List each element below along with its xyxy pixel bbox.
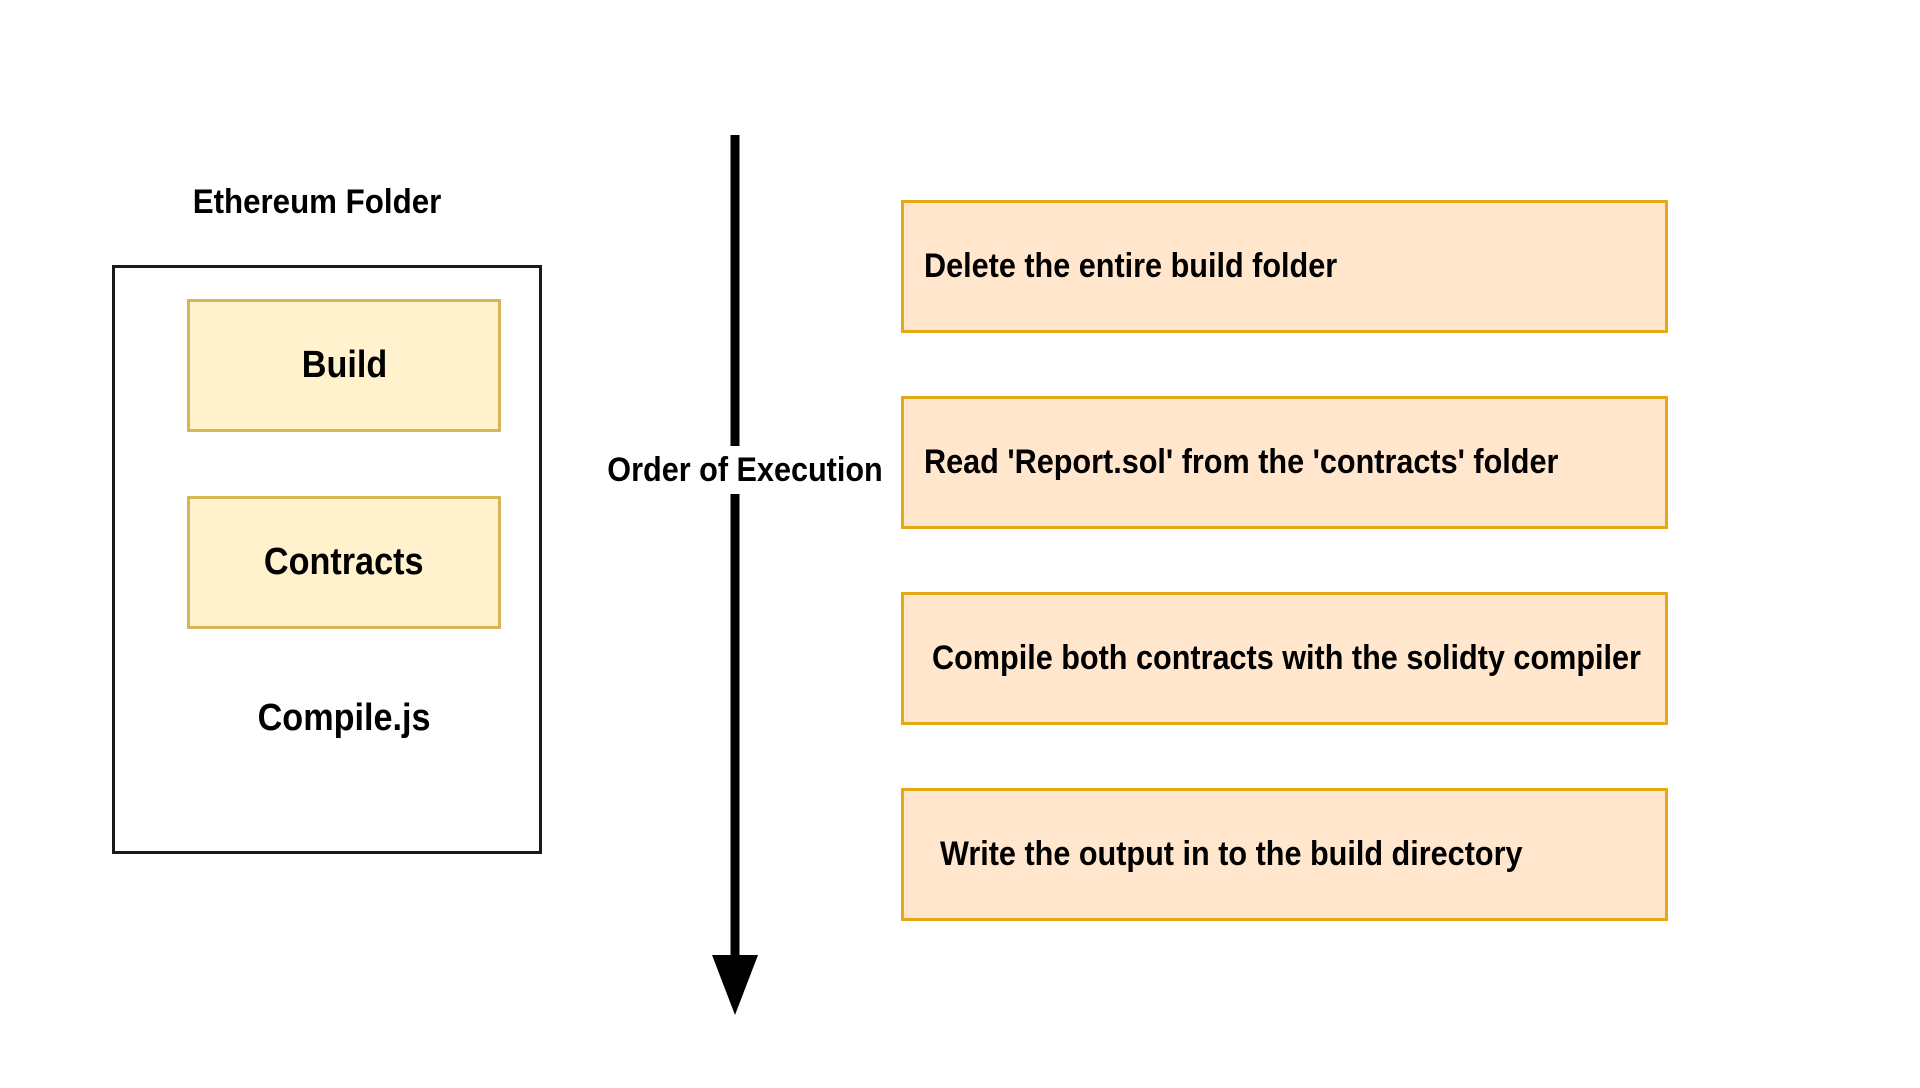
- step-write-output: Write the output in to the build directo…: [901, 788, 1668, 921]
- build-folder-box: Build: [187, 299, 501, 432]
- build-folder-label: Build: [301, 344, 387, 386]
- contracts-folder-box: Contracts: [187, 496, 501, 629]
- step-delete-build-folder: Delete the entire build folder: [901, 200, 1668, 333]
- step-read-report-sol: Read 'Report.sol' from the 'contracts' f…: [901, 396, 1668, 529]
- step-4-label: Write the output in to the build directo…: [940, 835, 1523, 873]
- compile-js-label: Compile.js: [257, 697, 431, 739]
- step-compile-contracts: Compile both contracts with the solidty …: [901, 592, 1668, 725]
- step-2-label: Read 'Report.sol' from the 'contracts' f…: [924, 443, 1559, 481]
- step-3-label: Compile both contracts with the solidty …: [932, 639, 1641, 677]
- folder-title: Ethereum Folder: [192, 183, 442, 221]
- contracts-folder-label: Contracts: [264, 541, 424, 583]
- order-of-execution-label: Order of Execution: [592, 446, 883, 494]
- arrow-head-icon: [712, 955, 758, 1015]
- step-1-label: Delete the entire build folder: [924, 247, 1338, 285]
- compile-js-file: Compile.js: [187, 693, 501, 743]
- ethereum-folder-box: Build Contracts Compile.js: [112, 265, 542, 854]
